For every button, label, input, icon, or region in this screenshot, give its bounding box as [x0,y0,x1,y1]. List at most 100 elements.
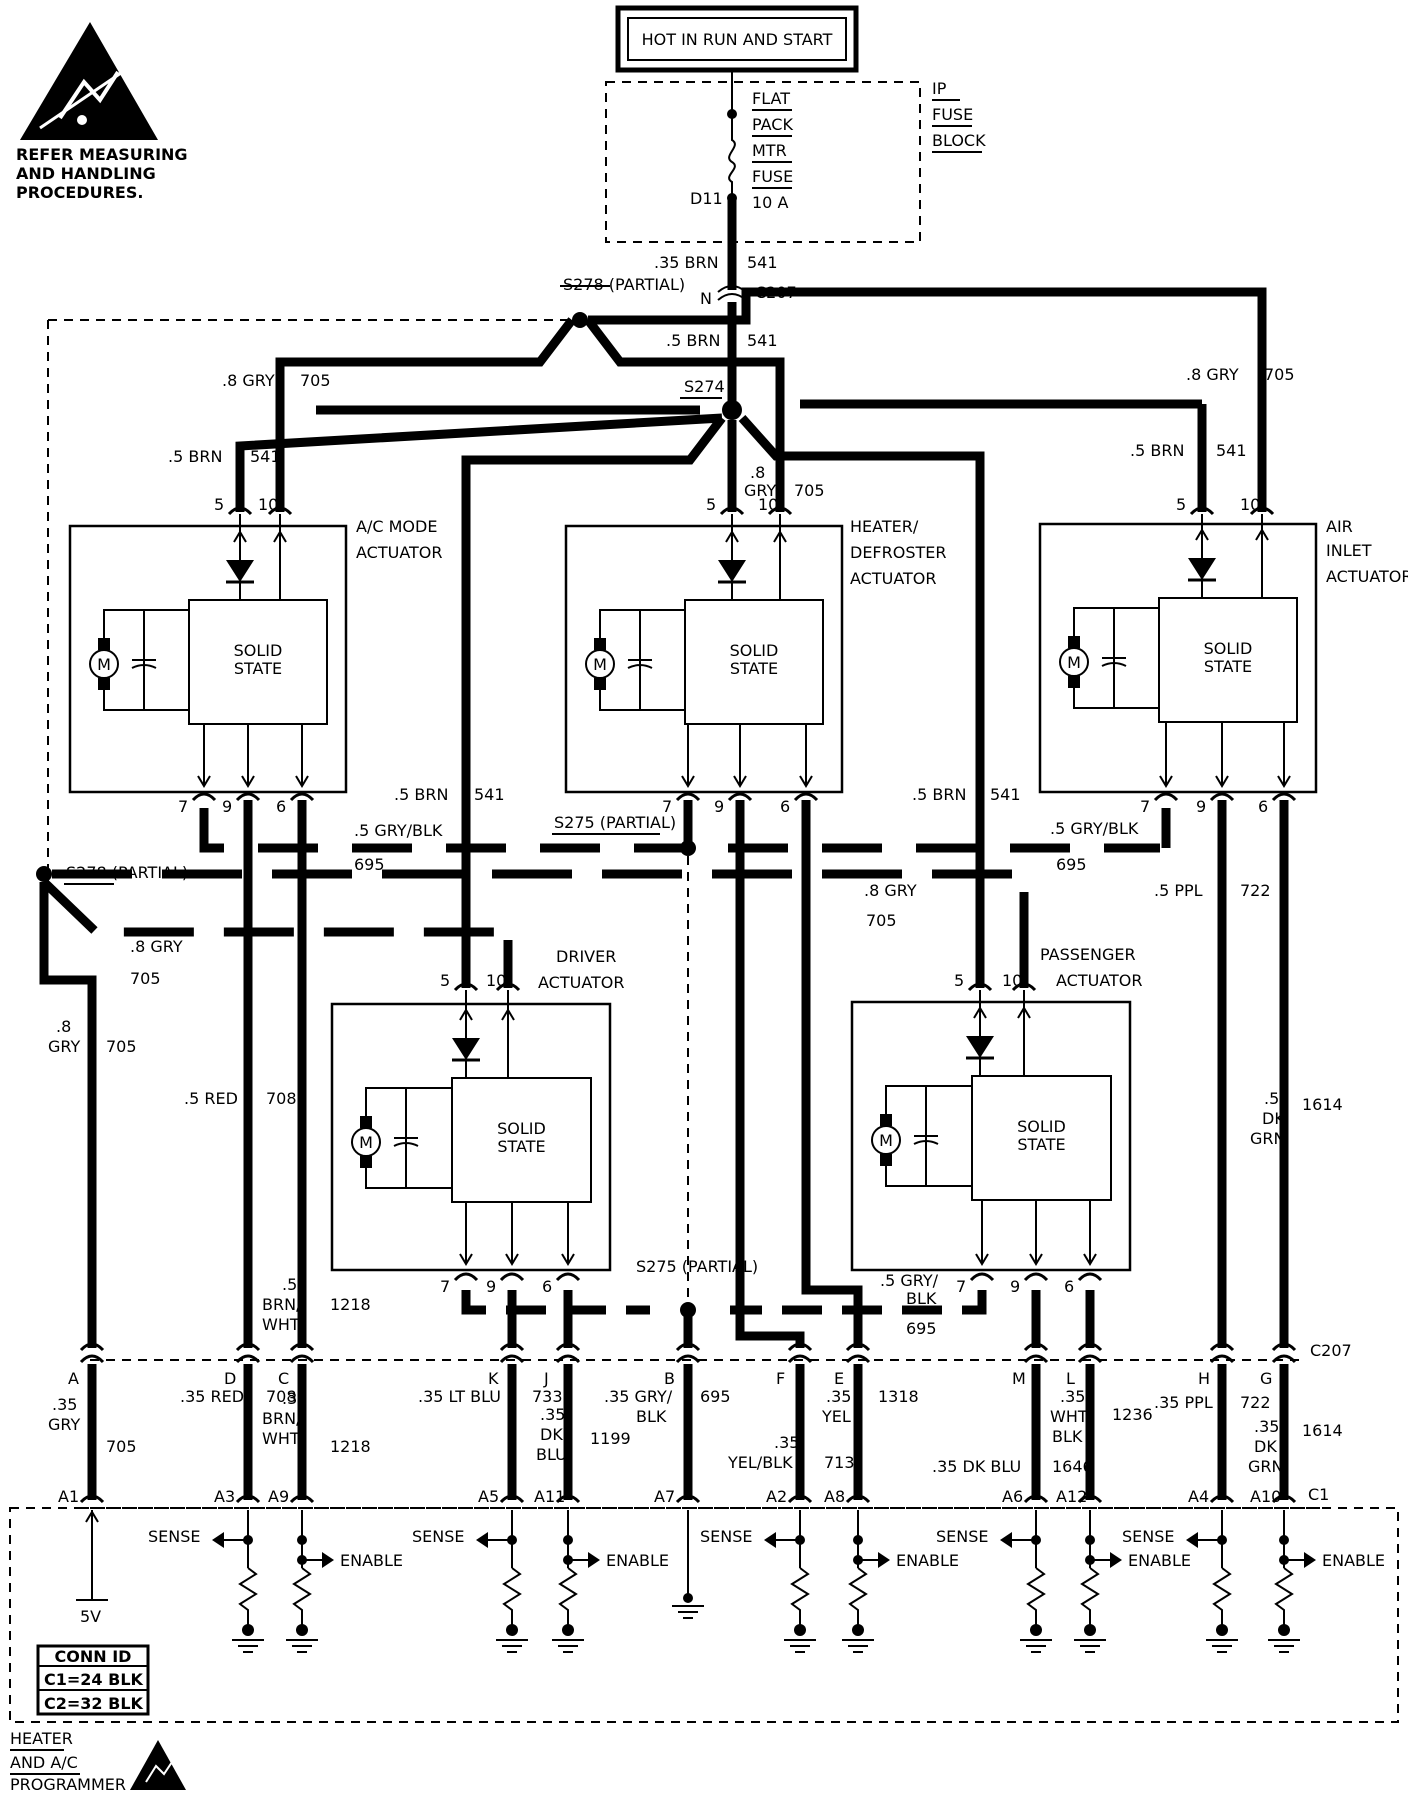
resistor-icon [558,1567,578,1628]
brnwht5-b: BRN/ [262,1295,302,1314]
pin-9-label: 9 [222,797,232,816]
resistor-icon [1274,1567,1294,1628]
sense-arrow-icon [1186,1532,1198,1548]
svg-text:N: N [700,289,712,308]
c207-cavity-label: G [1260,1369,1272,1388]
diode-icon [1188,558,1216,580]
resistor-icon [1026,1567,1046,1628]
yel35-b: YEL [821,1407,851,1426]
c207-cavity-label: B [664,1369,675,1388]
c207-cavity-label: C [278,1369,289,1388]
resistor-icon [238,1567,258,1628]
whtblk35-c: BLK [1052,1427,1083,1446]
svg-text:.35 DK BLU: .35 DK BLU [932,1457,1021,1476]
brnwht5-a: .5 [282,1275,297,1294]
enable-label: ENABLE [606,1551,669,1570]
solid-state-label: STATE [730,659,778,678]
enable-label: ENABLE [1128,1551,1191,1570]
enable-arrow-icon [1304,1552,1316,1568]
programmer-name-1: HEATER [10,1729,73,1748]
pin-6-label: 6 [276,797,286,816]
ac-mode-label-1: A/C MODE [356,517,437,536]
pin-7-label: 7 [662,797,672,816]
sense-label: SENSE [700,1527,753,1546]
pin-10-label: 10 [1240,495,1260,514]
svg-text:705: 705 [106,1037,137,1056]
esd-note-line-1: REFER MEASURING [16,145,188,164]
svg-text:.35 RED: .35 RED [180,1387,244,1406]
conn-id-row-1: C1=24 BLK [44,1670,144,1689]
svg-text:708: 708 [266,1089,297,1108]
programmer-pin-label: A8 [824,1487,845,1506]
fuse-line-4: FUSE [752,167,793,186]
yelblk35-b: YEL/BLK [727,1453,793,1472]
svg-text:CONN ID: CONN ID [55,1647,132,1666]
sense-label: SENSE [936,1527,989,1546]
svg-text:.8 GRY: .8 GRY [864,881,917,900]
svg-text:.8: .8 [750,463,765,482]
svg-text:541: 541 [474,785,505,804]
grybl-right-b: BLK [906,1289,937,1308]
svg-text:GRY: GRY [48,1037,80,1056]
svg-text:1614: 1614 [1302,1095,1343,1114]
capacitor-icon [913,1086,939,1186]
svg-text:705: 705 [300,371,331,390]
svg-text:.5 BRN: .5 BRN [1130,441,1184,460]
svg-text:.8 GRY: .8 GRY [222,371,275,390]
diode-icon [966,1036,994,1058]
dkgrn5-a: .5 [1264,1089,1279,1108]
pin-10-label: 10 [258,495,278,514]
programmer-pin-label: A7 [654,1487,675,1506]
solid-state-label: STATE [1017,1135,1065,1154]
diode-icon [718,560,746,582]
programmer-pin-label: A9 [268,1487,289,1506]
resistor-icon [848,1567,868,1628]
ip-fuse-block [605,81,921,243]
resistor-icon [790,1567,810,1628]
esd-note-line-2: AND HANDLING [16,164,156,183]
capacitor-icon [131,610,157,710]
brnwht5-c: WHT [262,1315,300,1334]
c207-cavity-label: F [776,1369,785,1388]
dkgrn5-c: GRN [1250,1129,1285,1148]
resistor-icon [292,1567,312,1628]
svg-text:705: 705 [1264,365,1295,384]
diode-icon [226,560,254,582]
svg-text:695: 695 [906,1319,937,1338]
svg-text:541: 541 [747,253,778,272]
capacitor-icon [1101,608,1127,708]
diode-icon [452,1038,480,1060]
conn-id-row-2: C2=32 BLK [44,1694,144,1713]
fuse-terminal: D11 [690,189,723,208]
svg-text:705: 705 [794,481,825,500]
fuse-block-name-3: BLOCK [932,131,986,150]
svg-text:695: 695 [700,1387,731,1406]
pin-5-label: 5 [1176,495,1186,514]
svg-text:722: 722 [1240,1393,1271,1412]
grybl35-b: BLK [636,1407,667,1426]
programmer-pin-label: A4 [1188,1487,1209,1506]
pin-9-label: 9 [714,797,724,816]
solid-state-label: SOLID [730,641,779,660]
programmer-pin-label: A11 [534,1487,565,1506]
svg-text:1646: 1646 [1052,1457,1093,1476]
svg-text:708: 708 [266,1387,297,1406]
pin-9-label: 9 [1010,1277,1020,1296]
pin-6-label: 6 [1258,797,1268,816]
pin-5-label: 5 [214,495,224,514]
dkblu35v-a: .35 [540,1405,565,1424]
programmer-esd-icon [130,1740,186,1790]
c207-cavity-label: M [1012,1369,1026,1388]
c207-cavity-label: L [1066,1369,1075,1388]
solid-state-block [188,599,328,725]
svg-text:.35 LT BLU: .35 LT BLU [418,1387,501,1406]
svg-text:541: 541 [250,447,281,466]
hd-label-2: DEFROSTER [850,543,947,562]
svg-text:1199: 1199 [590,1429,631,1448]
pin-5-label: 5 [706,495,716,514]
svg-text:.5 BRN: .5 BRN [912,785,966,804]
enable-label: ENABLE [1322,1551,1385,1570]
